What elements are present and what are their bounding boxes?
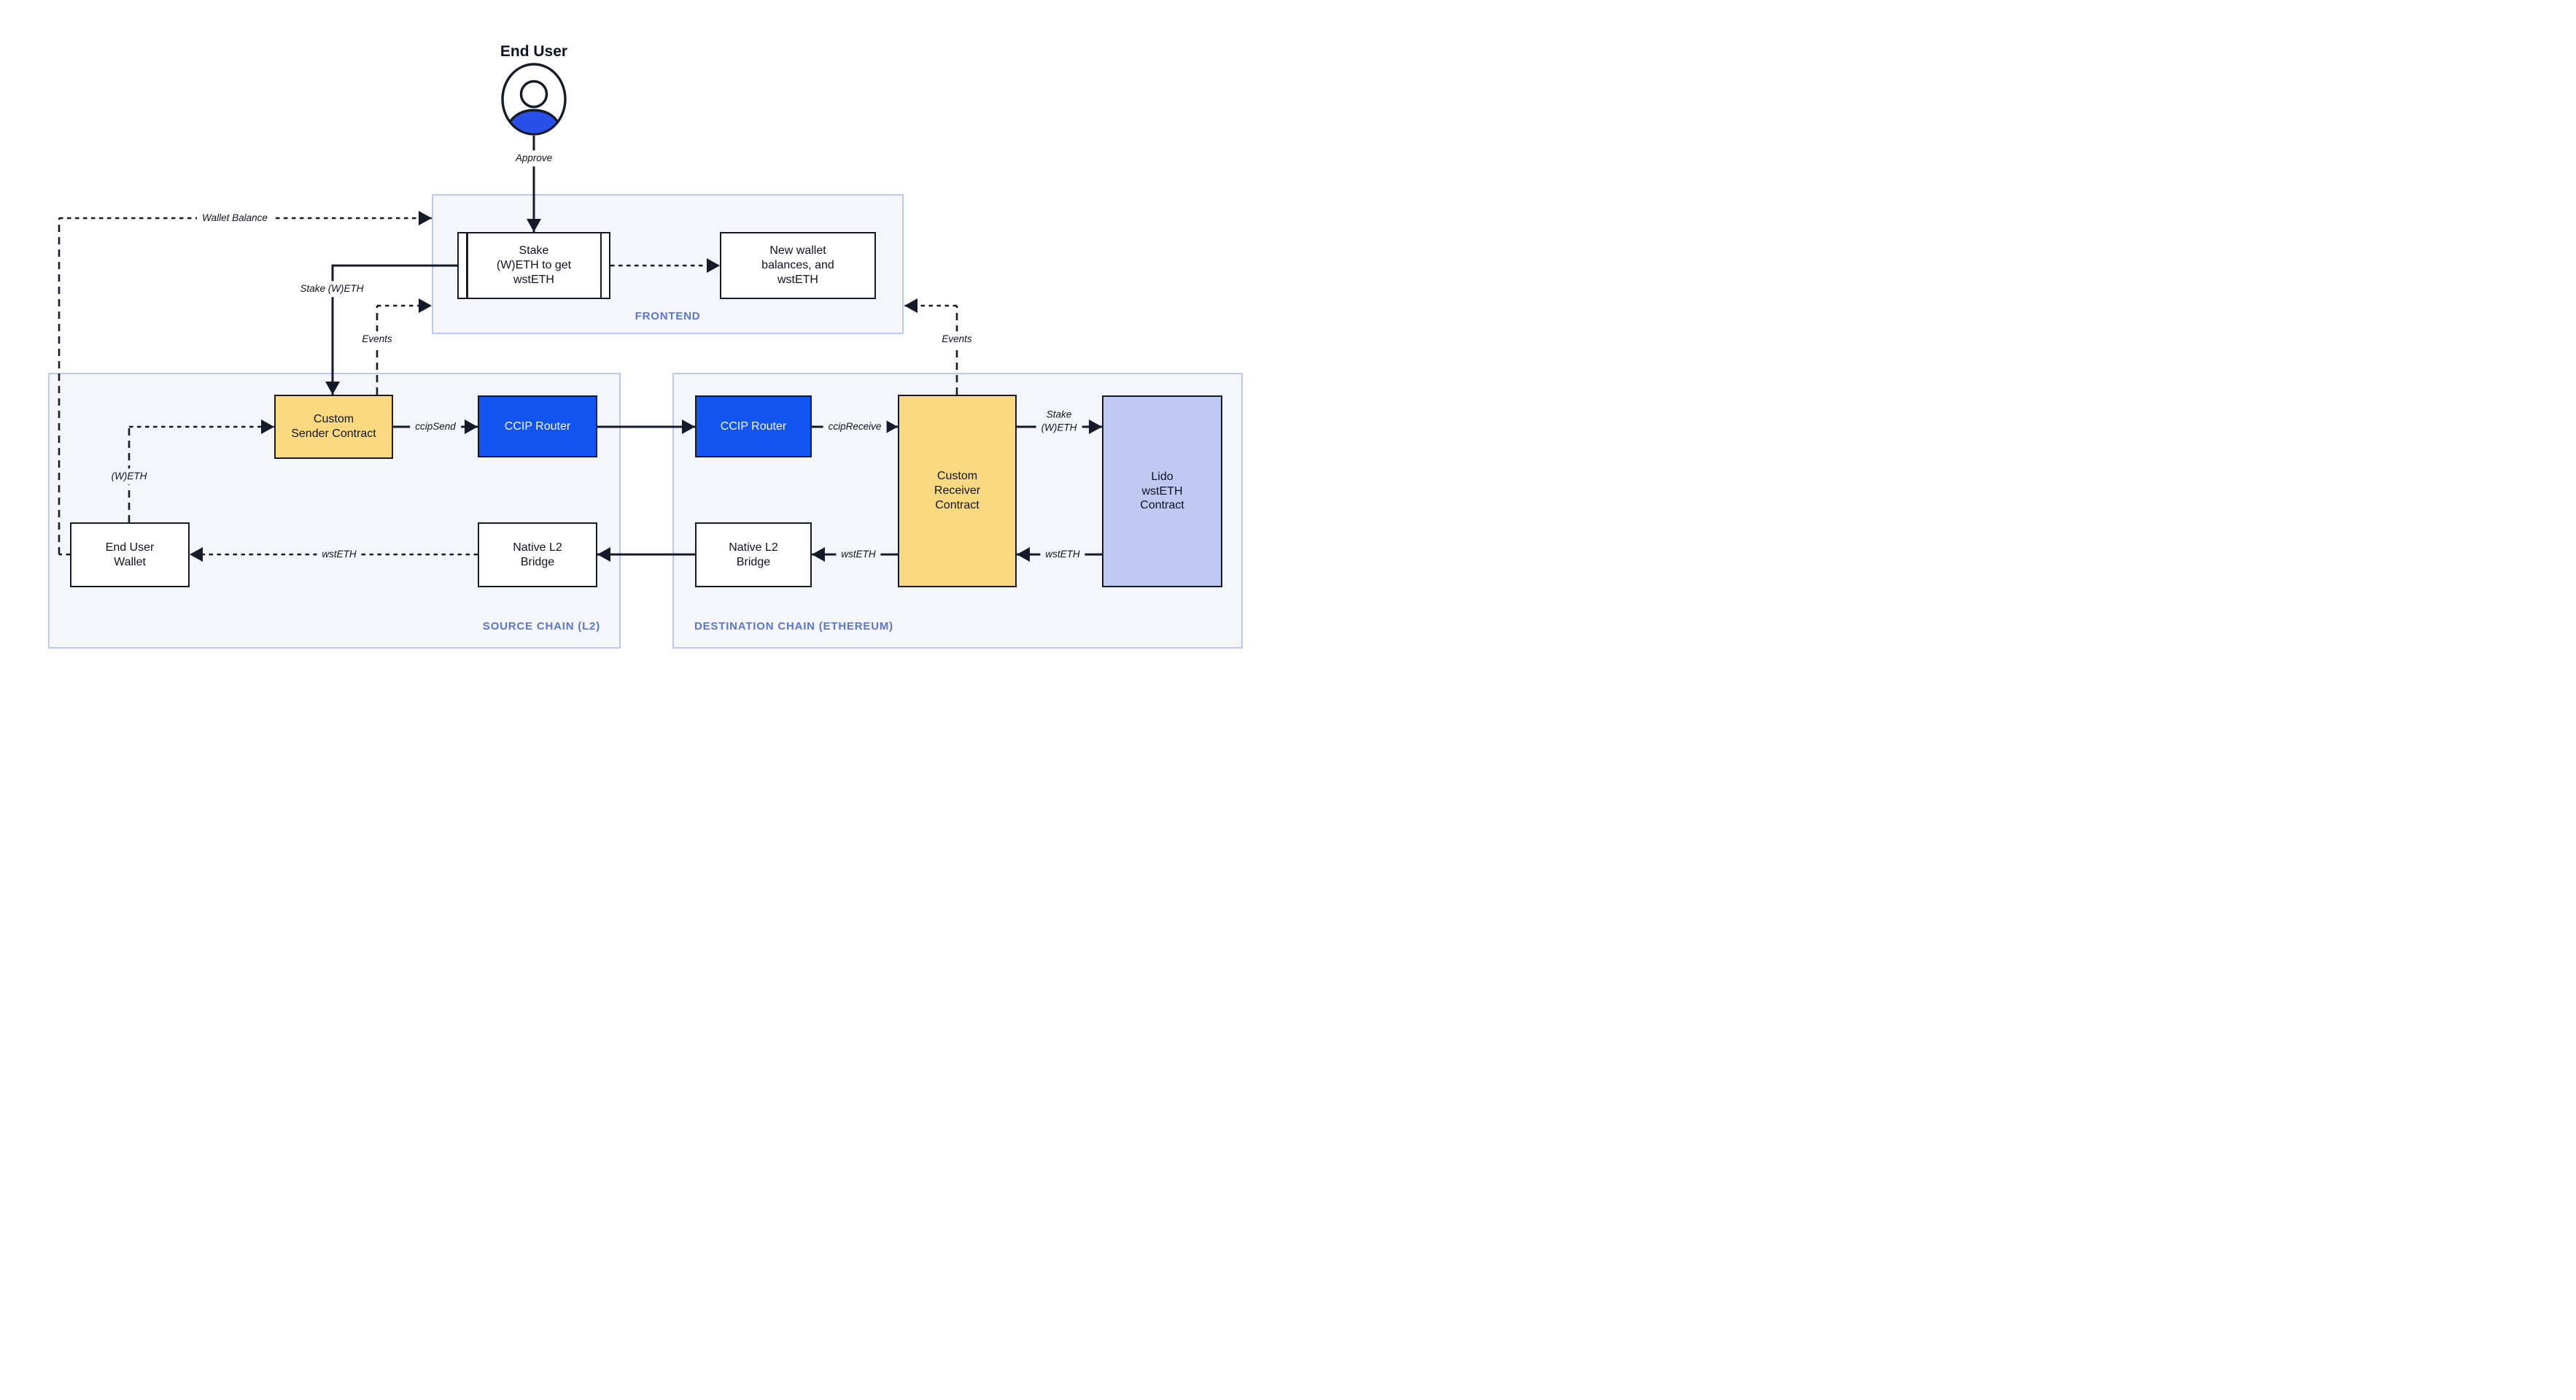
- edge-stake-weth: [325, 264, 457, 395]
- edge-label-events-left: Events: [357, 331, 397, 347]
- end-user-icon: [501, 63, 567, 136]
- edge-weth: [128, 419, 274, 522]
- node-native-l2-bridge-destination: Native L2 Bridge: [695, 522, 812, 587]
- frontend-label: FRONTEND: [635, 310, 701, 322]
- node-lido-wsteth-contract: Lido wstETH Contract: [1102, 395, 1222, 587]
- edge-label-ccip-receive: ccipReceive: [823, 419, 887, 435]
- edge-label-wsteth-lido-to-receiver: wstETH: [1040, 546, 1085, 562]
- node-native-l2-bridge-source: Native L2 Bridge: [478, 522, 597, 587]
- edge-events-right: [904, 298, 958, 395]
- node-ccip-router-destination: CCIP Router: [695, 395, 812, 457]
- node-custom-sender-contract: Custom Sender Contract: [274, 395, 393, 459]
- edge-label-wallet-balance: Wallet Balance: [197, 210, 273, 226]
- edge-label-weth: (W)ETH: [106, 468, 152, 484]
- node-custom-receiver-contract: Custom Receiver Contract: [898, 395, 1017, 587]
- node-new-wallet-balances: New wallet balances, and wstETH: [720, 232, 876, 299]
- ccip-staking-flow-diagram: FRONTEND SOURCE CHAIN (L2) DESTINATION C…: [0, 0, 1288, 700]
- source-chain-label: SOURCE CHAIN (L2): [482, 620, 600, 633]
- edge-events-left: [376, 298, 432, 395]
- node-end-user-wallet: End User Wallet: [70, 522, 190, 587]
- edge-label-wsteth-receiver-to-bridge: wstETH: [836, 546, 881, 562]
- end-user-title: End User: [500, 43, 568, 60]
- connector-layer: [58, 136, 1102, 562]
- destination-chain-label: DESTINATION CHAIN (ETHEREUM): [694, 620, 893, 633]
- edge-label-ccip-send: ccipSend: [410, 419, 461, 435]
- node-stake-widget: Stake (W)ETH to get wstETH: [457, 232, 610, 299]
- edge-label-wsteth-to-wallet: wstETH: [317, 546, 362, 562]
- edge-label-events-right: Events: [936, 331, 977, 347]
- node-ccip-router-source: CCIP Router: [478, 395, 597, 457]
- edge-wallet-balance: [58, 211, 432, 556]
- edge-label-stake-weth-dest: Stake (W)ETH: [1036, 406, 1082, 436]
- edge-label-stake-weth: Stake (W)ETH: [295, 281, 369, 297]
- edge-label-approve: Approve: [510, 150, 558, 166]
